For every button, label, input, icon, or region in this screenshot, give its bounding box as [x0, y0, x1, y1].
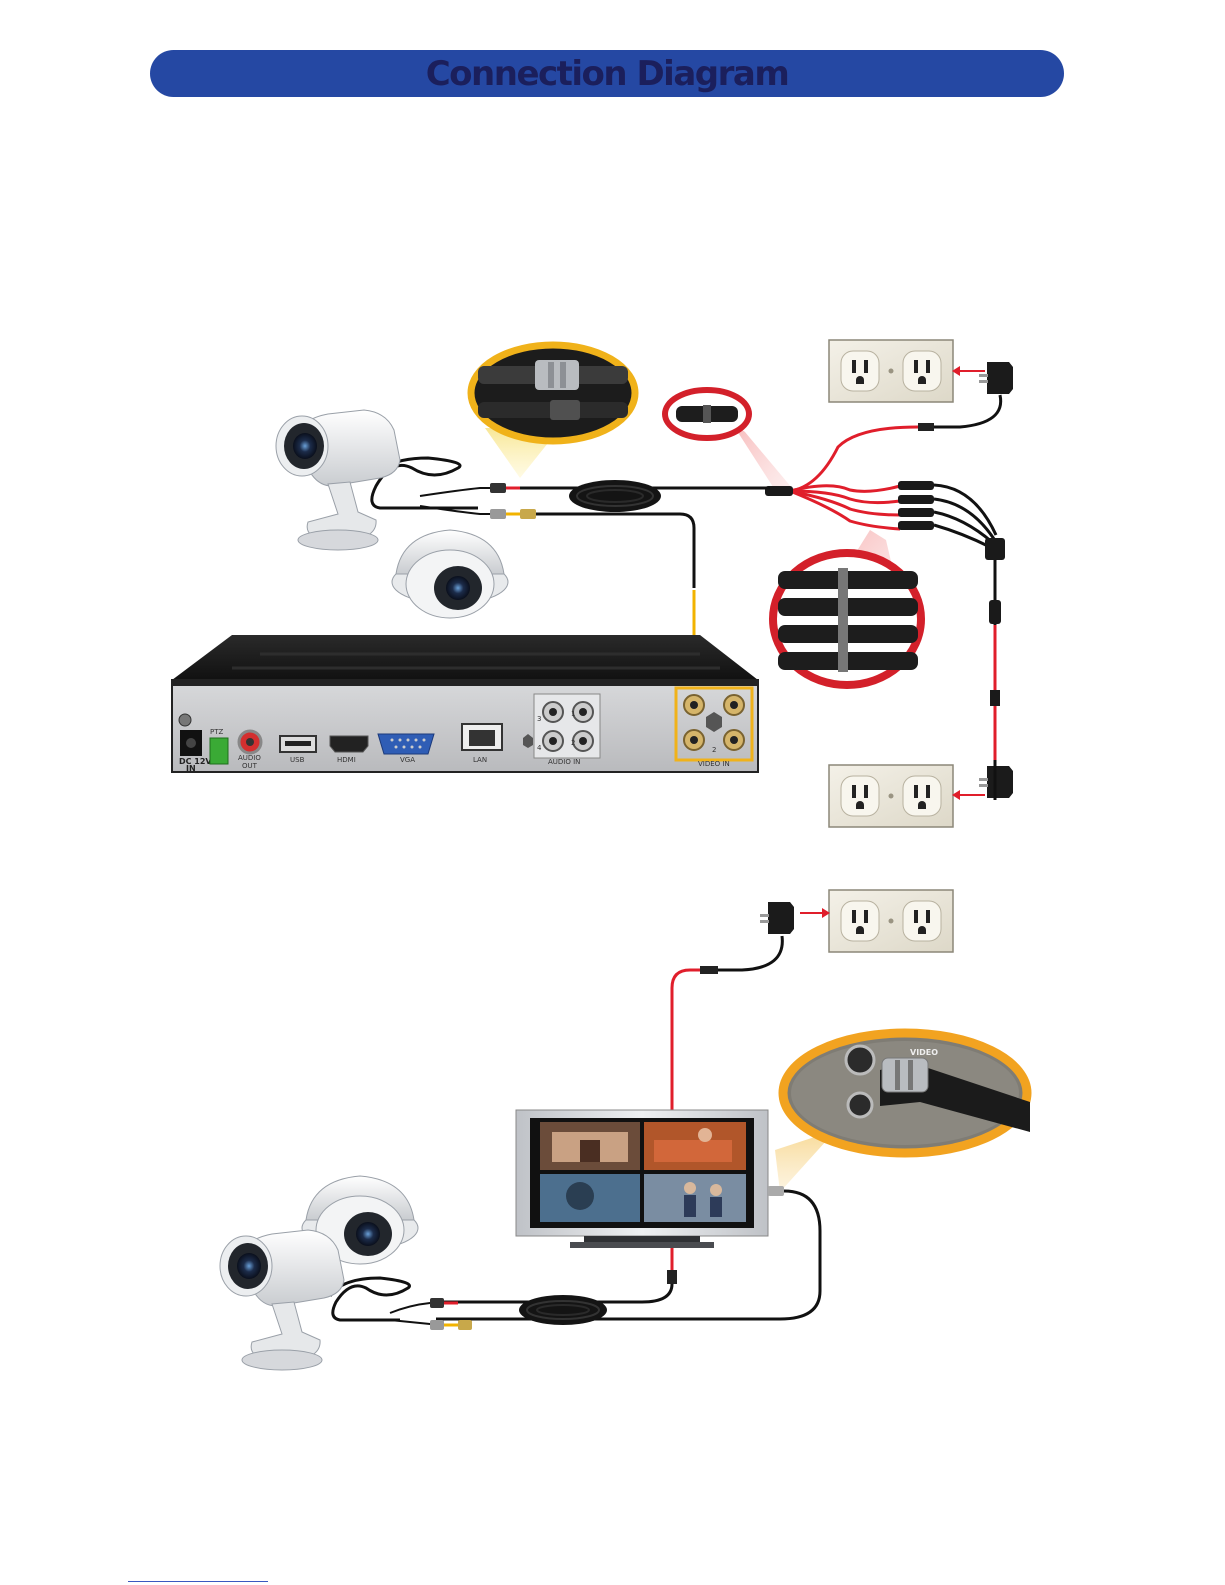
dc-label: DC 12V	[179, 757, 212, 766]
dvr-recorder: DC 12V IN PTZ AUDIO OUT USB HDMI VGA LAN	[172, 635, 758, 773]
cable-coil-top	[569, 480, 661, 512]
wall-outlet-top	[829, 340, 953, 402]
zoom-callout-splitter-connectors	[773, 553, 921, 685]
lan-label: LAN	[473, 756, 487, 764]
vga-label: VGA	[400, 756, 415, 764]
zoom-callout-dc-connector	[665, 390, 749, 438]
audio-in-port-1: 1	[571, 710, 575, 718]
audio-in-port-2: 2	[571, 739, 575, 747]
video-in-label: VIDEO IN	[698, 760, 730, 768]
audio-out-label-2: OUT	[242, 762, 258, 770]
wall-outlet-bottom	[829, 890, 953, 952]
power-adapter-bottom	[760, 902, 794, 934]
footer-link-underline	[128, 1581, 268, 1582]
ptz-label: PTZ	[210, 728, 223, 736]
dc-in-label: IN	[186, 764, 196, 773]
audio-in-label: AUDIO IN	[548, 758, 580, 766]
audio-in-port-4: 4	[537, 744, 542, 752]
vga-port	[378, 734, 434, 754]
audio-out-label: AUDIO	[238, 754, 261, 762]
ptz-terminal	[210, 738, 228, 764]
power-adapter-top	[979, 362, 1013, 394]
hdmi-label: HDMI	[337, 756, 356, 764]
hdmi-port	[330, 736, 368, 752]
splitter-junction	[985, 538, 1005, 560]
audio-in-port-3: 3	[537, 715, 541, 723]
bullet-camera-bottom	[220, 1230, 344, 1370]
tv-monitor	[516, 1110, 768, 1248]
cable-coil-bottom	[519, 1295, 607, 1325]
usb-label: USB	[290, 756, 305, 764]
tv-video-jack-label: VIDEO	[910, 1048, 938, 1057]
zoom-callout-tv-video-jack: VIDEO	[783, 1033, 1030, 1153]
video-in-port-2: 2	[712, 746, 716, 754]
dome-camera-top	[392, 530, 508, 618]
zoom-callout-bnc-connector	[471, 345, 635, 441]
wall-outlet-middle	[829, 765, 953, 827]
